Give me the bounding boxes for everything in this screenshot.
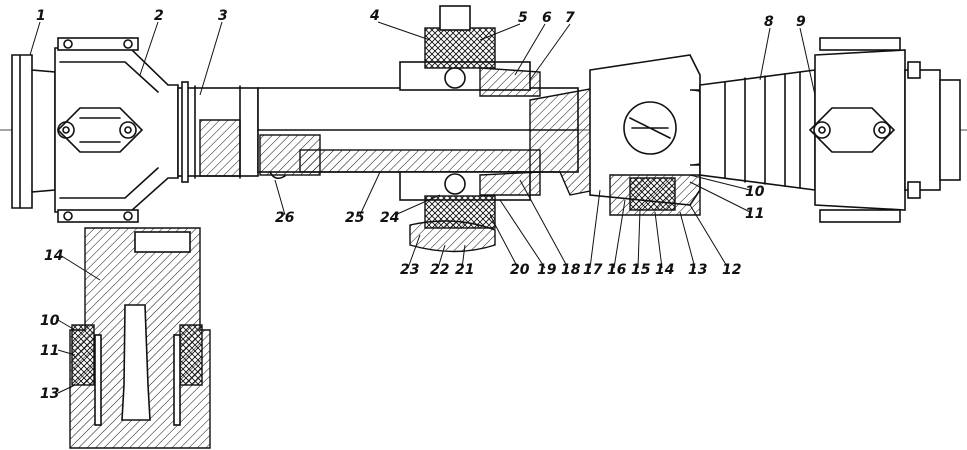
callout-18: 18 (561, 262, 581, 278)
callout-13: 13 (688, 262, 707, 278)
callout-24: 24 (380, 210, 399, 226)
callout-2: 2 (154, 8, 164, 24)
detail-callout-10: 10 (40, 313, 60, 329)
callout-25: 25 (345, 210, 365, 226)
callout-21: 21 (455, 262, 474, 278)
callout-8: 8 (764, 14, 774, 30)
left-yoke (54, 37, 179, 223)
left-flange (11, 54, 56, 209)
left-tube (177, 81, 259, 183)
callout-14: 14 (655, 262, 674, 278)
callout-20: 20 (510, 262, 530, 278)
callout-23: 23 (400, 262, 419, 278)
callout-10: 10 (745, 184, 765, 200)
callout-4: 4 (369, 8, 380, 24)
callout-22: 22 (430, 262, 449, 278)
callout-16: 16 (607, 262, 627, 278)
callout-5: 5 (518, 10, 528, 26)
leader-lines (29, 21, 816, 394)
rubber-boot (699, 69, 816, 191)
callouts: 1 2 3 4 5 6 7 8 9 10 11 12 13 14 15 16 1… (36, 8, 806, 402)
callout-6: 6 (542, 10, 552, 26)
callout-3: 3 (218, 8, 228, 24)
callout-9: 9 (796, 14, 806, 30)
center-bearing (399, 5, 541, 253)
callout-12: 12 (722, 262, 741, 278)
callout-17: 17 (583, 262, 603, 278)
callout-19: 19 (537, 262, 557, 278)
detail-section (69, 227, 211, 449)
callout-7: 7 (565, 10, 575, 26)
detail-callout-11: 11 (40, 343, 59, 359)
callout-1: 1 (36, 8, 46, 24)
callout-26: 26 (275, 210, 295, 226)
callout-11: 11 (745, 206, 764, 222)
right-yoke (808, 37, 961, 223)
detail-callout-14: 14 (44, 248, 63, 264)
detail-callout-13: 13 (40, 386, 59, 402)
callout-15: 15 (631, 262, 651, 278)
